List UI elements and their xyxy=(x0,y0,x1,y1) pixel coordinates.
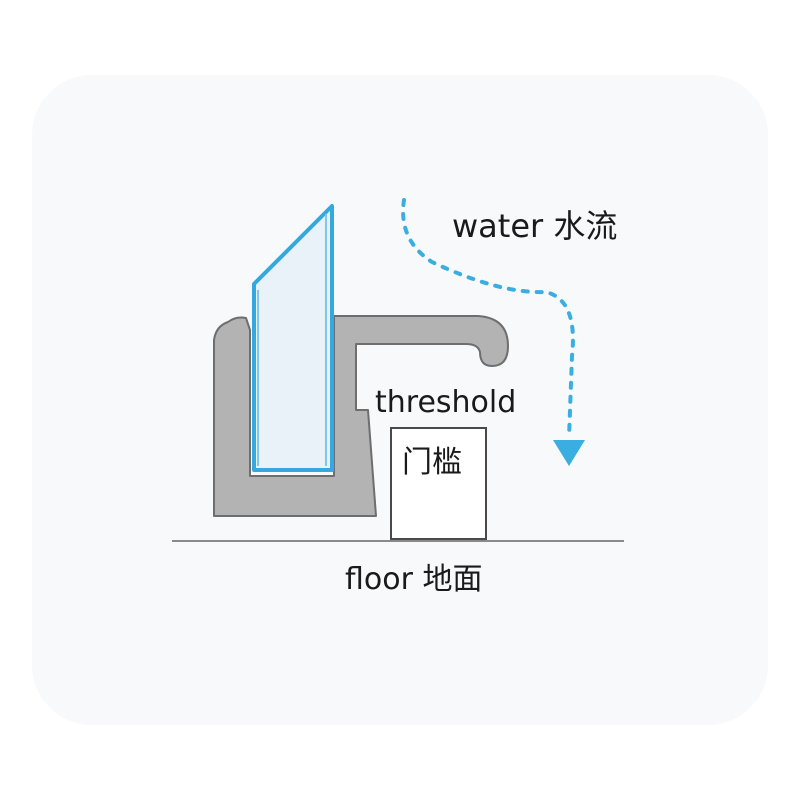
glass-panel xyxy=(252,204,334,472)
threshold-label: threshold xyxy=(375,385,517,420)
floor-label: floor 地面 xyxy=(345,562,483,597)
water-arrowhead xyxy=(553,440,585,466)
backdrop xyxy=(32,75,768,725)
threshold-block xyxy=(390,427,487,540)
water-label: water 水流 xyxy=(452,207,618,245)
water-flow-path xyxy=(401,198,575,440)
seal-profile xyxy=(213,315,509,517)
threshold-cn-label: 门槛 xyxy=(402,445,462,480)
